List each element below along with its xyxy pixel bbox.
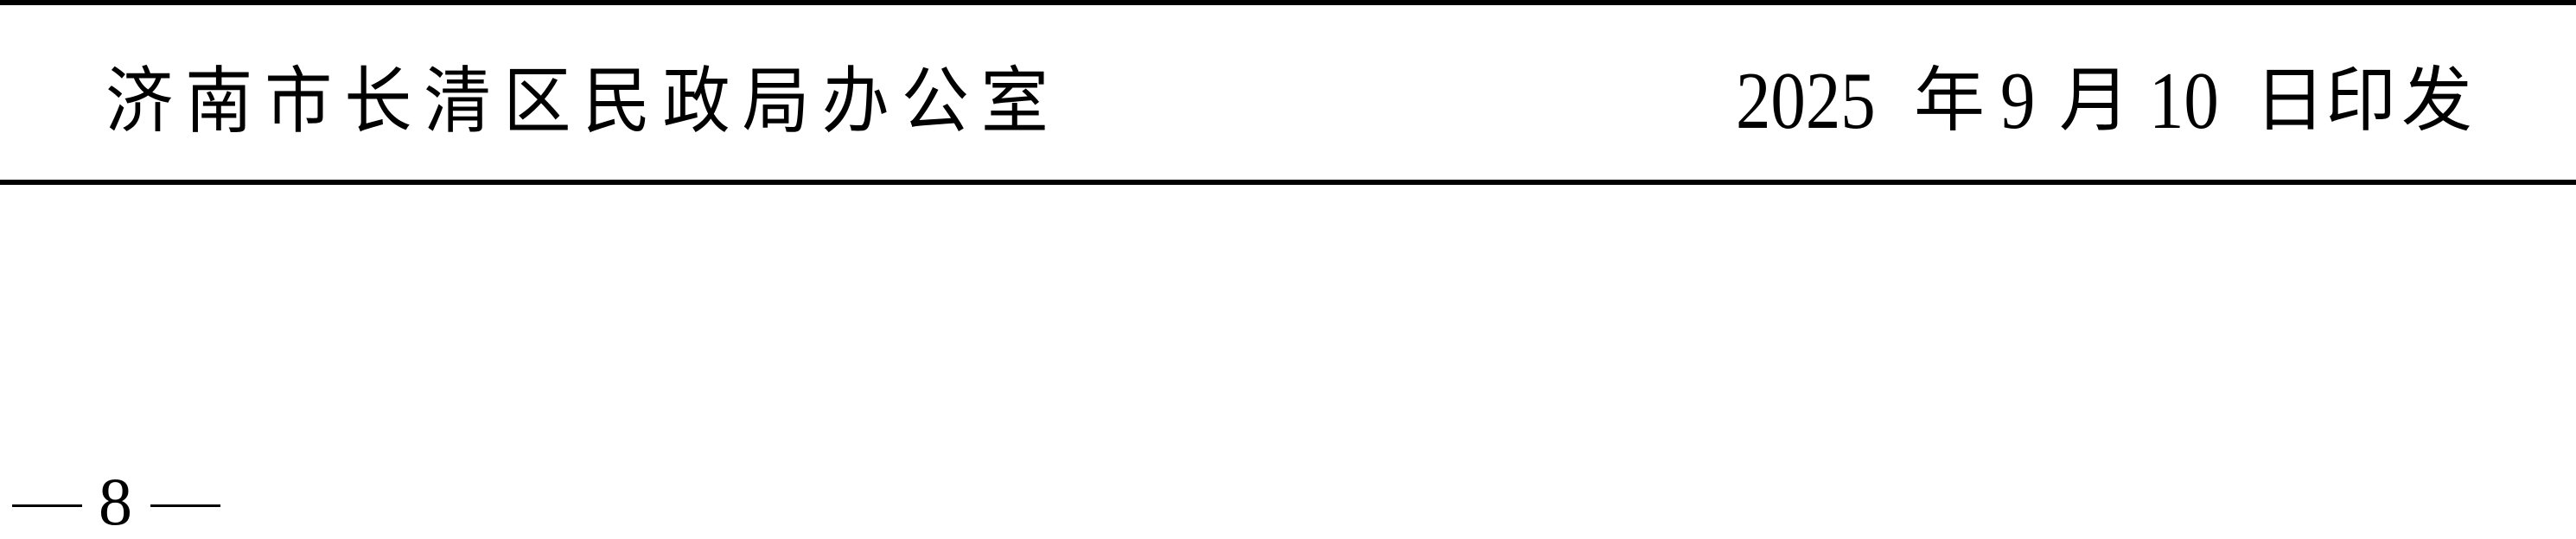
page-number: 8 <box>12 464 228 539</box>
issue-date: 2025 年 9 月 10 日 印发 <box>1736 54 2479 149</box>
month-char: 月 <box>2059 60 2131 142</box>
page-number-value: 8 <box>99 464 132 539</box>
issue-day: 10 <box>2149 56 2219 146</box>
issue-month: 9 <box>2000 56 2036 146</box>
bottom-rule-line <box>0 180 2576 185</box>
page-number-left-dash <box>12 504 82 507</box>
issued-suffix: 印发 <box>2325 60 2478 142</box>
issuing-office: 济南市长清区民政局办公室 <box>105 59 1061 143</box>
issue-year: 2025 <box>1736 56 1876 146</box>
top-rule-line <box>0 0 2576 5</box>
year-char: 年 <box>1914 60 1986 142</box>
day-char: 日 <box>2254 60 2326 142</box>
page-number-right-dash <box>150 504 220 507</box>
